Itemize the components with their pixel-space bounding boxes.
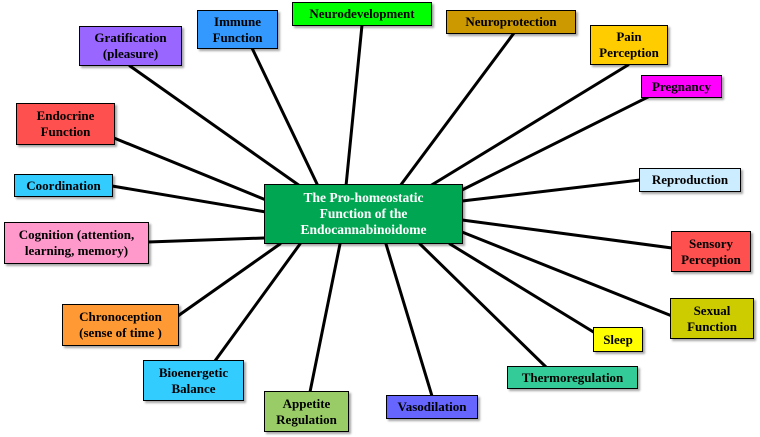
node-neurodevelopment: Neurodevelopment — [292, 2, 432, 26]
node-sexual-function: Sexual Function — [670, 298, 754, 339]
node-gratification: Gratification (pleasure) — [79, 26, 182, 66]
node-sleep: Sleep — [593, 327, 643, 352]
node-chronoception: Chronoception (sense of time ) — [62, 304, 179, 346]
connector-sleep — [448, 242, 602, 338]
connector-endocrine — [112, 136, 268, 202]
connector-sexual — [460, 230, 674, 318]
connector-thermoregulation — [418, 242, 550, 371]
hub-endocannabinoidome: The Pro-homeostatic Function of the Endo… — [264, 184, 463, 244]
connector-vasodilation — [384, 242, 434, 398]
node-cognition: Cognition (attention, learning, memory) — [4, 222, 149, 264]
connector-coordination — [110, 184, 268, 214]
node-pregnancy: Pregnancy — [641, 75, 722, 98]
connector-cognition — [146, 236, 266, 244]
connector-appetite — [308, 242, 342, 394]
node-thermoregulation: Thermoregulation — [507, 366, 638, 389]
connector-bioenergetic — [210, 242, 302, 367]
node-endocrine-function: Endocrine Function — [16, 103, 115, 145]
node-appetite-regulation: Appetite Regulation — [264, 391, 349, 432]
node-neuroprotection: Neuroprotection — [446, 10, 576, 34]
connector-gratification — [128, 64, 302, 188]
connector-neuroprotection — [398, 31, 516, 188]
connector-neurodevelopment — [344, 23, 364, 188]
node-vasodilation: Vasodilation — [386, 395, 478, 419]
connector-pregnancy — [456, 94, 652, 194]
connector-immune — [250, 46, 320, 188]
connector-chronoception — [173, 242, 282, 320]
node-coordination: Coordination — [14, 174, 113, 197]
node-immune-function: Immune Function — [197, 10, 278, 49]
node-sensory-perception: Sensory Perception — [671, 231, 751, 272]
node-reproduction: Reproduction — [639, 168, 741, 192]
connector-sensory — [460, 218, 674, 250]
node-bioenergetic-balance: Bioenergetic Balance — [143, 360, 244, 401]
connector-reproduction — [460, 178, 642, 203]
connector-pain — [428, 63, 630, 188]
node-pain-perception: Pain Perception — [590, 25, 668, 65]
